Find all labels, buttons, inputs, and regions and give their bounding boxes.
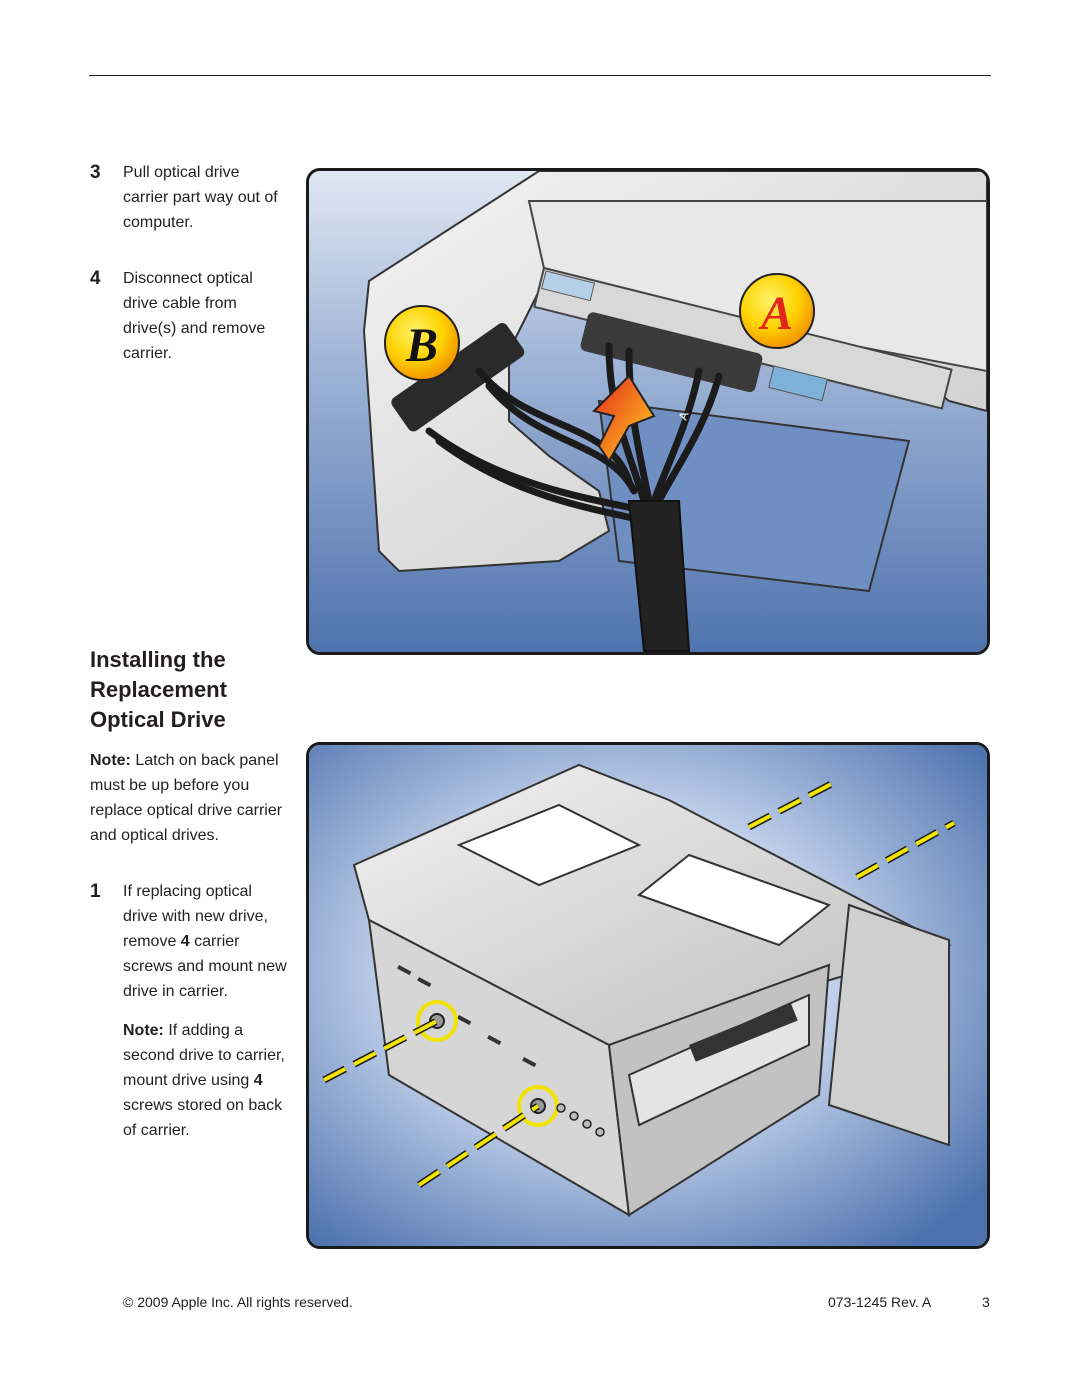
note-text: Latch on back panel must be up before yo… (90, 752, 283, 844)
step-text: If replacing optical drive with new driv… (123, 879, 288, 1004)
note-label: Note: (90, 752, 131, 769)
note-latch: Note: Latch on back panel must be up bef… (90, 748, 290, 848)
step-text: Pull optical drive carrier part way out … (123, 164, 278, 231)
step-text-part: carrier screws and mount new drive in ca… (123, 933, 287, 1000)
note-text: screws stored on back of carrier. (123, 1097, 283, 1139)
heading-line: Optical Drive (90, 707, 226, 732)
heading-line: Installing the (90, 647, 226, 672)
footer-page-number: 3 (982, 1294, 990, 1310)
step-text-part: If replacing optical drive with new driv… (123, 883, 268, 950)
screw-count: 4 (180, 933, 190, 950)
step-text: Disconnect optical drive cable from driv… (123, 270, 266, 362)
footer-copyright: © 2009 Apple Inc. All rights reserved. (123, 1294, 353, 1310)
note-label: Note: (123, 1022, 164, 1039)
header-rule (89, 75, 991, 76)
screw-count: 4 (253, 1072, 263, 1089)
figure-drive-carrier (306, 742, 990, 1249)
step-number: 4 (90, 268, 101, 289)
step-number: 3 (90, 162, 101, 183)
callout-a-label: A (758, 287, 793, 340)
footer-doc-number: 073-1245 Rev. A (828, 1294, 932, 1310)
figure-disconnect-cable: B A A (306, 168, 990, 655)
step-number: 1 (90, 881, 101, 902)
heading-line: Replacement (90, 677, 227, 702)
note-text: If adding a second drive to carrier, mou… (123, 1022, 285, 1089)
callout-b-label: B (405, 319, 438, 372)
section-heading: Installing the Replacement Optical Drive (90, 645, 227, 735)
note-second-drive: Note: If adding a second drive to carrie… (123, 1018, 288, 1143)
